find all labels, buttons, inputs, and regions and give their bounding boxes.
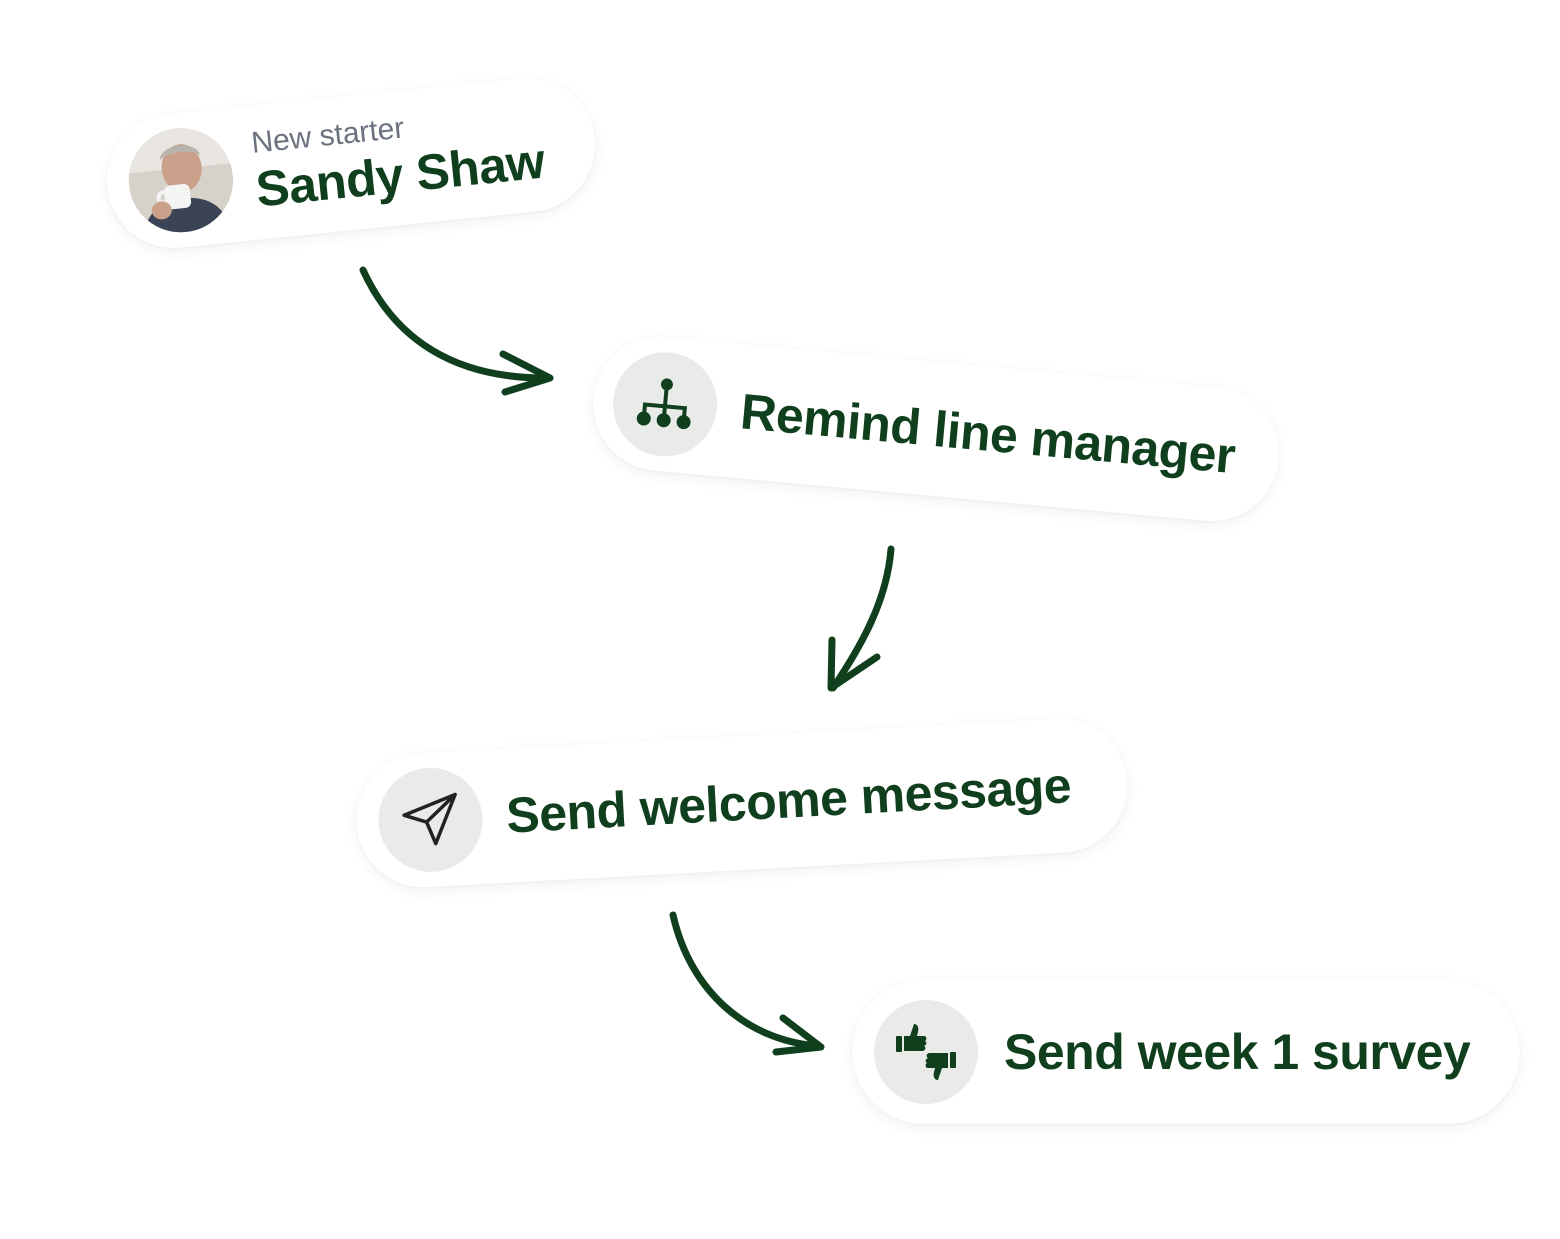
arrow-head-2 xyxy=(827,636,881,692)
arrow-head-1 xyxy=(499,350,554,396)
step-label: Send week 1 survey xyxy=(1004,1024,1471,1080)
step-label: Send welcome message xyxy=(504,757,1073,844)
remind-line-manager-step: Remind line manager xyxy=(587,331,1285,527)
new-starter-card: New starter Sandy Shaw xyxy=(100,71,602,255)
arrow-welcome-to-survey xyxy=(669,911,822,1050)
avatar xyxy=(123,123,238,238)
org-chart-icon xyxy=(608,347,722,461)
send-welcome-message-step: Send welcome message xyxy=(352,715,1132,891)
arrow-head-3 xyxy=(772,1014,825,1056)
arrow-starter-to-remind xyxy=(359,266,549,382)
thumbs-up-down-icon xyxy=(874,1000,978,1104)
send-week-1-survey-step: Send week 1 survey xyxy=(852,980,1520,1124)
paper-plane-icon xyxy=(375,765,486,875)
arrow-remind-to-welcome xyxy=(829,545,895,692)
step-label: Remind line manager xyxy=(738,383,1238,485)
